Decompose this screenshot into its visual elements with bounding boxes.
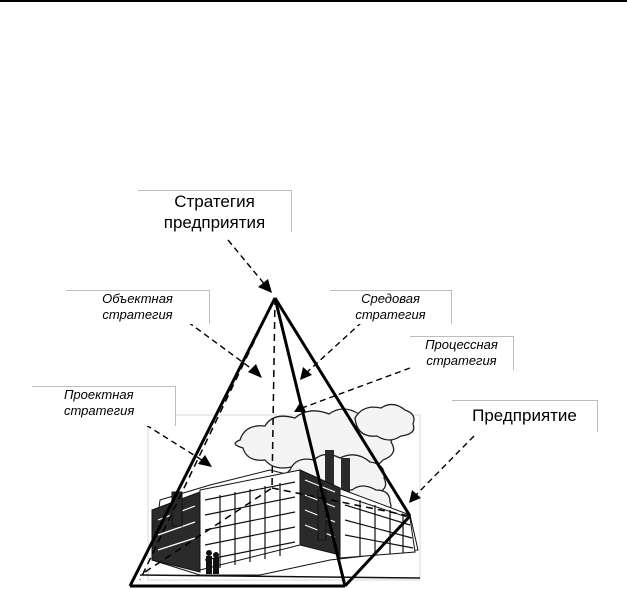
label-enterprise: Предприятие bbox=[452, 400, 598, 432]
label-process-strategy: Процессная стратегия bbox=[410, 336, 514, 370]
label-object-strategy: Объектная стратегия bbox=[66, 290, 210, 324]
top-rule bbox=[0, 0, 627, 2]
pyramid bbox=[128, 297, 412, 588]
smokestacks bbox=[325, 450, 350, 498]
arrowheads bbox=[198, 279, 421, 503]
people bbox=[206, 550, 219, 574]
factory-building bbox=[139, 469, 421, 579]
label-environment-strategy: Средовая стратегия bbox=[330, 290, 452, 324]
arrows bbox=[145, 239, 475, 497]
label-project-strategy: Проектная стратегия bbox=[32, 386, 176, 426]
label-strategy-enterprise: Стратегия предприятия bbox=[138, 190, 292, 232]
